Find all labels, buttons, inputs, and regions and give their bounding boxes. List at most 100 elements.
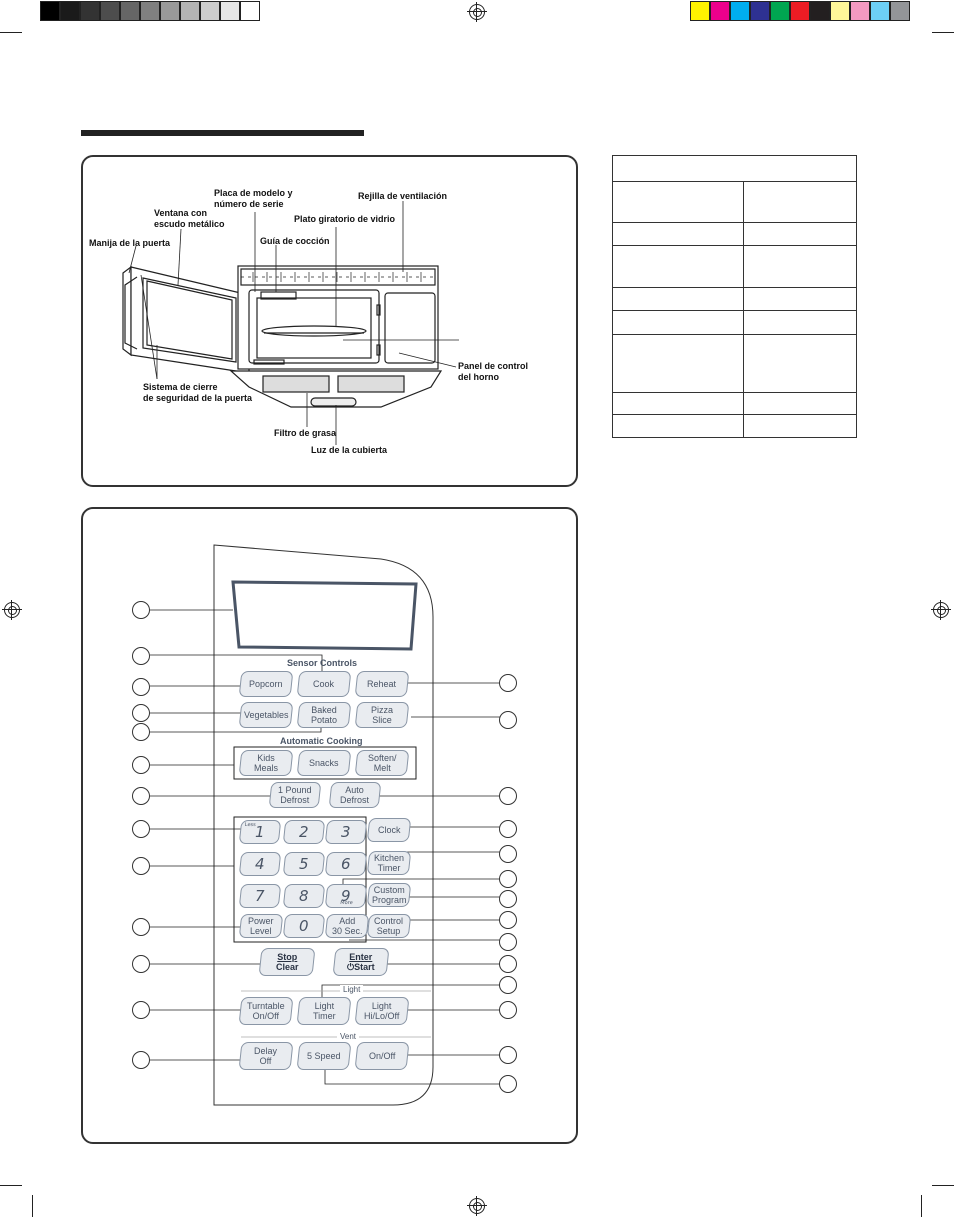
clock-button[interactable]: Clock — [366, 818, 412, 842]
callout-circle — [499, 820, 517, 838]
kids-meals-button[interactable]: Kids Meals — [238, 750, 294, 776]
enter-start-button[interactable]: Enter⏻Start — [332, 948, 390, 976]
label-turntable: Plato giratorio de vidrio — [294, 214, 396, 224]
digit-5-button[interactable]: 5 — [282, 852, 326, 876]
color-swatch — [770, 1, 790, 21]
crop-mark — [0, 1185, 22, 1186]
vegetables-button[interactable]: Vegetables — [238, 702, 294, 728]
gray-swatch — [60, 1, 80, 21]
callout-circle — [132, 601, 150, 619]
color-swatch — [710, 1, 730, 21]
digit-3-button[interactable]: 3 — [324, 820, 368, 844]
label-cooking-guide: Guía de cocción — [260, 236, 330, 246]
gray-swatch — [240, 1, 260, 21]
label-cooktop-light: Luz de la cubierta — [311, 445, 388, 455]
power-level-button[interactable]: Power Level — [238, 914, 284, 938]
gray-swatch — [80, 1, 100, 21]
gray-swatch — [220, 1, 240, 21]
light-timer-button[interactable]: Light Timer — [296, 997, 352, 1025]
color-swatch — [870, 1, 890, 21]
callout-circle — [499, 890, 517, 908]
gray-swatch — [120, 1, 140, 21]
callout-circle — [132, 1051, 150, 1069]
light-heading: Light — [340, 985, 364, 994]
reheat-button[interactable]: Reheat — [354, 671, 410, 697]
callout-circle — [499, 1046, 517, 1064]
microwave-illustration — [122, 201, 459, 445]
custom-program-button[interactable]: Custom Program — [366, 883, 412, 907]
callout-circle — [499, 1001, 517, 1019]
callout-circle — [132, 678, 150, 696]
label-vent-grille: Rejilla de ventilación — [358, 191, 448, 201]
callout-circle — [132, 857, 150, 875]
color-swatch — [890, 1, 910, 21]
callout-circle — [132, 820, 150, 838]
crop-mark — [932, 1185, 954, 1186]
gray-swatch — [200, 1, 220, 21]
callout-circle — [132, 756, 150, 774]
five-speed-button[interactable]: 5 Speed — [296, 1042, 352, 1070]
digit-7-button[interactable]: 7 — [238, 884, 282, 908]
callout-circle — [132, 704, 150, 722]
callout-circle — [132, 647, 150, 665]
pizza-slice-button[interactable]: Pizza Slice — [354, 702, 410, 728]
baked-potato-button[interactable]: Baked Potato — [296, 702, 352, 728]
callout-circle — [499, 711, 517, 729]
callout-circle — [499, 787, 517, 805]
snacks-button[interactable]: Snacks — [296, 750, 352, 776]
callout-circle — [499, 845, 517, 863]
turntable-onoff-button[interactable]: Turntable On/Off — [238, 997, 294, 1025]
automatic-cooking-heading: Automatic Cooking — [280, 736, 363, 746]
control-setup-button[interactable]: Control Setup — [366, 914, 412, 938]
digit-4-button[interactable]: 4 — [238, 852, 282, 876]
digit-6-button[interactable]: 6 — [324, 852, 368, 876]
vent-heading: Vent — [337, 1032, 360, 1041]
heading-rule — [81, 130, 364, 136]
gray-swatch — [140, 1, 160, 21]
one-pound-defrost-button[interactable]: 1 Pound Defrost — [268, 782, 322, 808]
auto-defrost-button[interactable]: Auto Defrost — [328, 782, 382, 808]
label-window: Ventana con escudo metálico — [154, 208, 225, 229]
callout-circle — [132, 787, 150, 805]
callout-circle — [499, 955, 517, 973]
gray-swatch — [40, 1, 60, 21]
color-swatch — [750, 1, 770, 21]
digit-2-button[interactable]: 2 — [282, 820, 326, 844]
label-door-handle: Manija de la puerta — [89, 238, 171, 248]
callout-circle — [499, 911, 517, 929]
vent-onoff-button[interactable]: On/Off — [354, 1042, 410, 1070]
control-panel-outline — [150, 544, 500, 1106]
color-swatch — [830, 1, 850, 21]
callout-circle — [132, 955, 150, 973]
label-door-lock: Sistema de cierre de seguridad de la pue… — [143, 382, 253, 403]
registration-mark-right — [931, 600, 951, 620]
sensor-controls-heading: Sensor Controls — [287, 658, 358, 668]
digit-8-button[interactable]: 8 — [282, 884, 326, 908]
popcorn-button[interactable]: Popcorn — [238, 671, 294, 697]
callout-circle — [499, 976, 517, 994]
cook-button[interactable]: Cook — [296, 671, 352, 697]
digit-0-button[interactable]: 0 — [282, 914, 326, 938]
gray-swatch — [160, 1, 180, 21]
registration-mark-bottom — [467, 1196, 487, 1216]
crop-mark — [921, 1195, 922, 1217]
kitchen-timer-button[interactable]: Kitchen Timer — [366, 851, 412, 875]
soften-melt-button[interactable]: Soften/ Melt — [354, 750, 410, 776]
callout-circle — [499, 870, 517, 888]
color-swatch — [690, 1, 710, 21]
label-grease-filter: Filtro de grasa — [274, 428, 337, 438]
crop-mark — [932, 32, 954, 33]
add-30-sec-button[interactable]: Add 30 Sec. — [324, 914, 370, 938]
callout-circle — [132, 723, 150, 741]
callout-circle — [132, 918, 150, 936]
label-model-plate: Placa de modelo y número de serie — [214, 188, 293, 209]
color-swatch — [810, 1, 830, 21]
crop-mark — [0, 32, 22, 33]
color-swatch — [790, 1, 810, 21]
light-hilooff-button[interactable]: Light Hi/Lo/Off — [354, 997, 410, 1025]
registration-mark-left — [2, 600, 22, 620]
delay-off-button[interactable]: Delay Off — [238, 1042, 294, 1070]
